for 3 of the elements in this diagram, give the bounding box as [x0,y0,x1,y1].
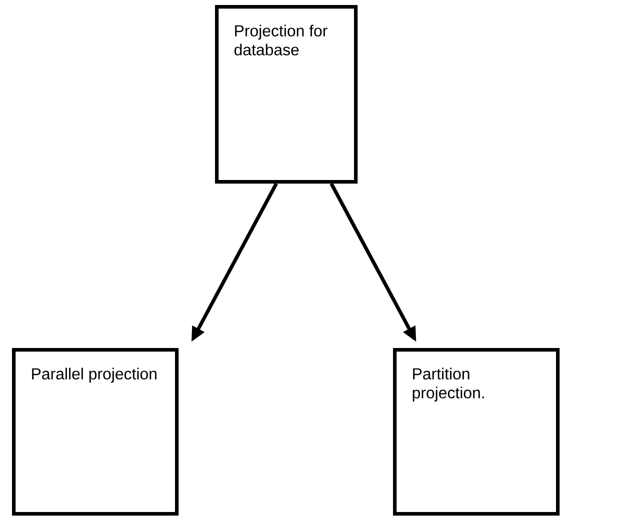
box: Parallel projection [12,348,179,516]
box: Partition projection. [393,348,560,516]
box: Projection for database [215,5,358,184]
